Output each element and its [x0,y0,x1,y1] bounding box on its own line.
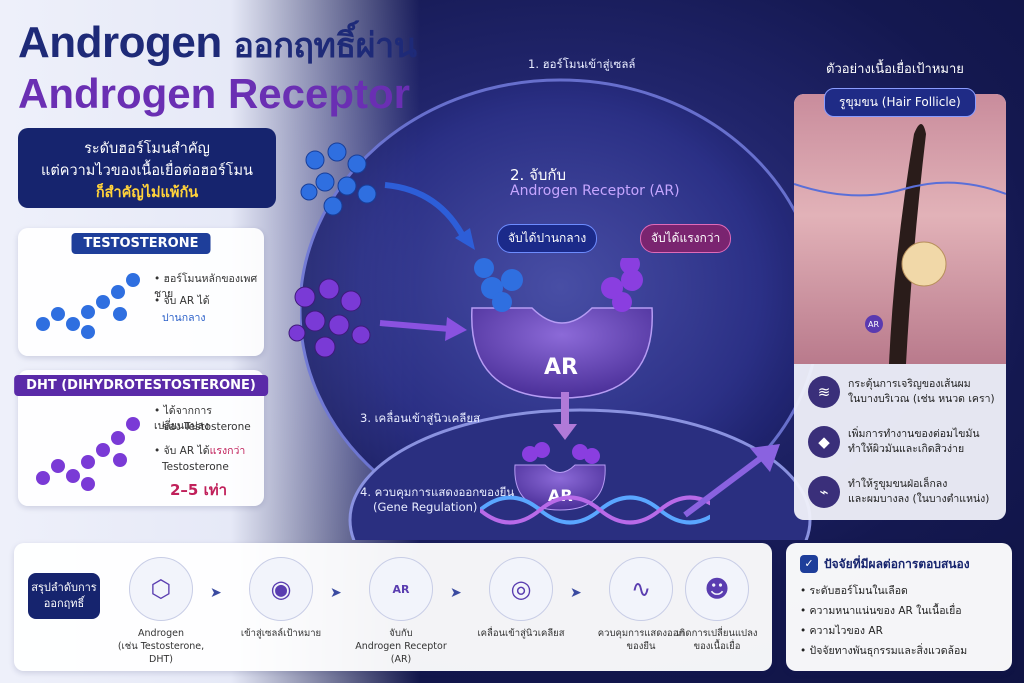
person-icon: ☻ [685,557,749,621]
effect-item-follicle: ⌁ ทำให้รูขุมขนฝ่อเล็กลงและผมบางลง (ในบาง… [808,476,998,516]
summary-step-tissue: ☻ เกิดการเปลี่ยนแปลงของเนื้อเยื่อ [662,557,772,653]
cell-icon: ◉ [249,557,313,621]
step-4-sublabel: (Gene Regulation) [373,500,478,514]
follicle-ar-label: AR [868,320,880,329]
dna-icon: ∿ [609,557,673,621]
list-item: ปัจจัยทางพันธุกรรมและสิ่งแวดล้อม [800,641,968,661]
page-title-line2: Androgen Receptor [18,70,411,117]
nucleus-icon: ◎ [489,557,553,621]
shield-icon: ✓ [800,555,818,573]
oil-drop-icon: ◆ [808,426,840,458]
factors-list: ระดับฮอร์โมนในเลือด ความหนาแน่นของ AR ใน… [800,581,968,661]
summary-step-cell: ◉ เข้าสู่เซลล์เป้าหมาย [226,557,336,640]
summary-label: สรุปลำดับการออกฤทธิ์ [28,573,100,619]
step-3-label: 3. เคลื่อนเข้าสู่นิวเคลียส [360,411,481,425]
list-item: ระดับฮอร์โมนในเลือด [800,581,967,601]
dht-card: DHT (DIHYDROTESTOSTERONE) • ได้จากการเปล… [14,370,268,506]
tissue-panel: AR รูขุมขน (Hair Follicle) ≋ กระตุ้นการเ… [793,88,1007,520]
summary-arrow-1: ➤ [210,585,222,601]
dna-helix [480,495,710,525]
step-2-label: 2. จับกับ [510,166,566,184]
summary-step-androgen: ⬡ Androgen(เช่น Testosterone, DHT) [106,557,216,666]
arrow-to-nucleus [553,392,577,440]
summary-arrow-2: ➤ [330,585,342,601]
moderate-binding-pill: จับได้ปานกลาง [497,224,598,253]
hair-follicle-illustration [793,94,1007,364]
tissue-heading: ตัวอย่างเนื้อเยื่อเป้าหมาย [826,62,964,77]
follicle-icon: ⌁ [808,476,840,508]
factors-panel: ✓ ปัจจัยที่มีผลต่อการตอบสนอง ระดับฮอร์โม… [786,543,1012,671]
effect-arrow [683,444,780,518]
arrow-testosterone [384,182,475,250]
hair-follicle-tag: รูขุมขน (Hair Follicle) [824,88,976,117]
page-title-line1: Androgen ออกฤทธิ์ผ่าน [18,18,417,67]
receptor-icon: AR [369,557,433,621]
factors-title: ปัจจัยที่มีผลต่อการตอบสนอง [824,557,970,571]
summary-panel: สรุปลำดับการออกฤทธิ์ ⬡ Androgen(เช่น Tes… [14,543,772,671]
testosterone-card: TESTOSTERONE • ฮอร์โมนหลักของเพศชาย • จั… [18,228,264,356]
dht-molecule [288,278,371,358]
molecule-icon: ⬡ [129,557,193,621]
ar-label: AR [544,355,578,380]
testosterone-molecule [300,142,377,216]
effect-item-oil: ◆ เพิ่มการทำงานของต่อมไขมันทำให้ผิวมันแล… [808,426,998,466]
summary-arrow-3: ➤ [450,585,462,601]
dht-structure-icon [36,417,140,491]
androgen-receptor [471,258,653,399]
testosterone-card-title: TESTOSTERONE [71,233,211,254]
list-item: ความไวของ AR [800,621,967,641]
list-item: ความหนาแน่นของ AR ในเนื้อเยื่อ [800,601,967,621]
testosterone-structure-icon [36,273,140,339]
step-4-label: 4. ควบคุมการแสดงออกของยีน [360,485,515,499]
summary-arrow-4: ➤ [570,585,582,601]
arrow-dht [379,317,467,341]
dht-card-title: DHT (DIHYDROTESTOSTERONE) [14,375,268,396]
step-2-receptor: Androgen Receptor (AR) [510,183,680,199]
hair-icon: ≋ [808,376,840,408]
effect-item-hair: ≋ กระตุ้นการเจริญของเส้นผมในบางบริเวณ (เ… [808,376,998,416]
stronger-binding-pill: จับได้แรงกว่า [640,224,732,253]
highlight-box: ระดับฮอร์โมนสำคัญ แต่ความไวของเนื้อเยื่อ… [18,128,276,208]
summary-step-dna: ∿ ควบคุมการแสดงออกของยีน [586,557,696,653]
step-1-label: 1. ฮอร์โมนเข้าสู่เซลล์ [528,57,636,71]
summary-step-nucleus: ◎ เคลื่อนเข้าสู่นิวเคลียส [466,557,576,640]
